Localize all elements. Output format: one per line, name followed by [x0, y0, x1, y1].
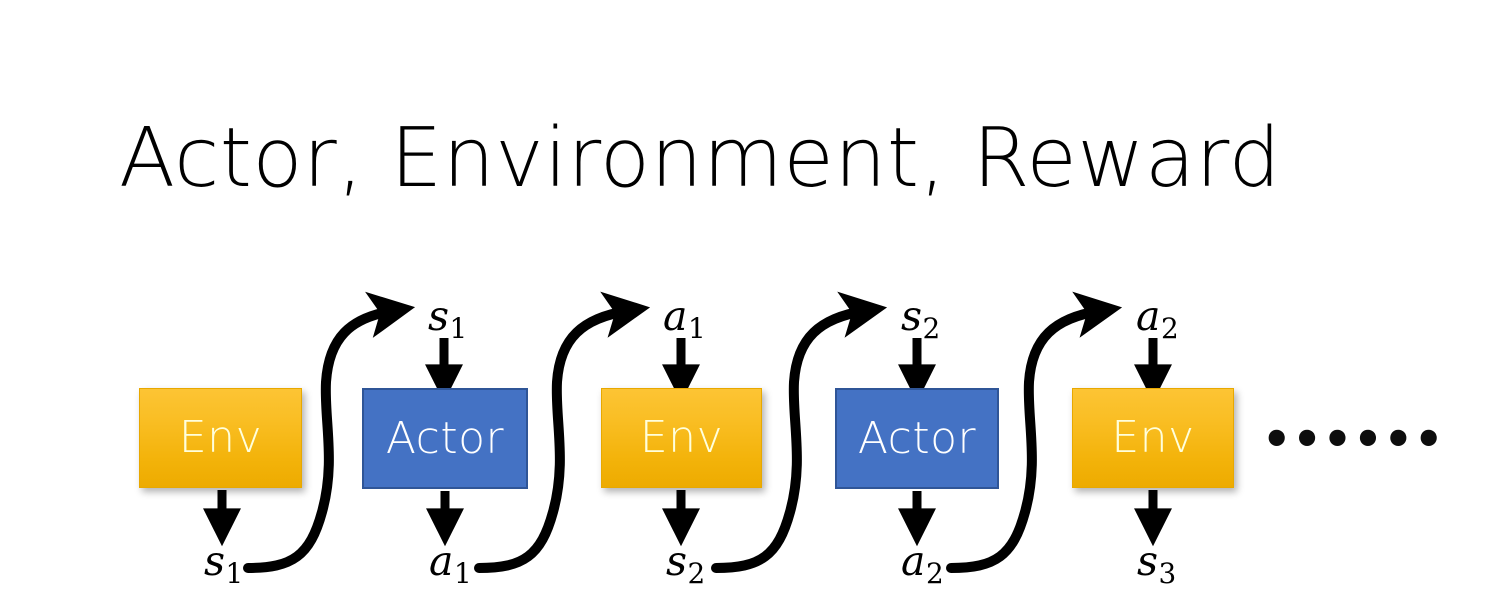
- state-label-s3-bottom: s3: [1137, 541, 1176, 594]
- node-box-actor-1[interactable]: Actor: [362, 388, 528, 489]
- ellipsis-continuation: ••••••: [1262, 412, 1445, 466]
- page-title: Actor, Environment, Reward: [119, 111, 1282, 206]
- curve-s1: [243, 291, 416, 573]
- symbol: a: [1136, 292, 1161, 340]
- subscript: 3: [1158, 556, 1177, 590]
- symbol: s: [901, 292, 923, 340]
- node-label: Env: [1111, 412, 1195, 463]
- symbol: a: [429, 537, 454, 585]
- state-label-s2-top: s2: [901, 296, 940, 349]
- curve-a2: [946, 291, 1123, 573]
- subscript: 2: [687, 556, 706, 590]
- subscript: 2: [925, 556, 944, 590]
- node-label: Actor: [857, 412, 977, 464]
- subscript: 2: [1160, 311, 1179, 345]
- symbol: a: [663, 292, 688, 340]
- node-box-actor-2[interactable]: Actor: [835, 388, 999, 489]
- state-label-s2-bottom: s2: [666, 541, 705, 594]
- node-label: Env: [178, 412, 263, 463]
- symbol: s: [204, 537, 226, 585]
- state-label-s1-top: s1: [428, 296, 467, 349]
- symbol: s: [666, 537, 688, 585]
- curve-a1: [474, 291, 651, 573]
- action-label-a2-bottom: a2: [901, 541, 944, 594]
- node-label: Actor: [385, 412, 505, 464]
- action-label-a1-bottom: a1: [429, 541, 472, 594]
- node-box-env-3[interactable]: Env: [1072, 388, 1234, 488]
- subscript: 1: [225, 556, 244, 590]
- symbol: s: [1137, 537, 1159, 585]
- down-arrows-out-of-boxes: [203, 490, 1172, 547]
- curved-connectors: [243, 291, 1123, 573]
- node-label: Env: [639, 412, 724, 463]
- node-box-env-2[interactable]: Env: [601, 388, 762, 488]
- down-arrows-into-boxes: [425, 338, 1172, 403]
- subscript: 1: [449, 311, 468, 345]
- node-box-env-1[interactable]: Env: [139, 388, 302, 488]
- subscript: 1: [687, 311, 706, 345]
- subscript: 2: [922, 311, 941, 345]
- symbol: a: [901, 537, 926, 585]
- state-label-s1-bottom: s1: [204, 541, 243, 594]
- curve-s2: [711, 291, 888, 573]
- action-label-a1-top: a1: [663, 296, 706, 349]
- action-label-a2-top: a2: [1136, 296, 1179, 349]
- subscript: 1: [453, 556, 472, 590]
- symbol: s: [428, 292, 450, 340]
